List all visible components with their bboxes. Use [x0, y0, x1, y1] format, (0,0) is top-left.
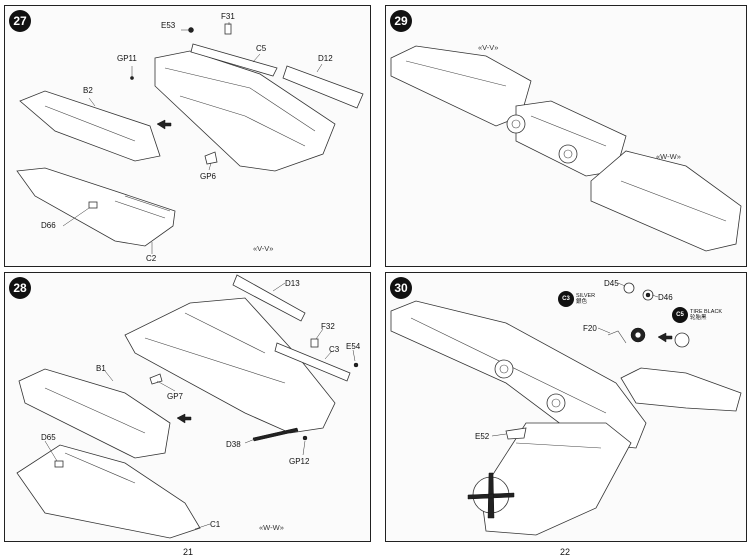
wing-part-b2	[19, 90, 161, 162]
wing-upper-right-part	[154, 50, 336, 172]
label-b2: B2	[83, 86, 93, 95]
part-f31-marker	[224, 23, 232, 35]
label-d66: D66	[41, 221, 56, 230]
label-gp6: GP6	[200, 172, 217, 181]
aileron-part-d13	[232, 274, 306, 322]
aileron-part-d12	[282, 65, 364, 109]
page-number-left: 21	[183, 547, 194, 557]
paint-name-cn: 銀色	[576, 299, 588, 305]
label-d12: D12	[318, 54, 333, 63]
section-ref-v-v: «V-V»	[253, 244, 274, 253]
flap-part-c5	[190, 43, 278, 77]
main-wheel-left-icon	[506, 114, 526, 134]
wing-right-assembled	[590, 150, 742, 252]
label-c1: C1	[210, 520, 221, 529]
part-d45-marker	[623, 282, 635, 294]
label-gp12: GP12	[289, 457, 310, 466]
label-gp7: GP7	[167, 392, 184, 401]
paint-callout-tire-black: C5 TIRE BLACK 轮胎黑	[672, 307, 722, 323]
part-d38-marker	[252, 427, 299, 442]
assembly-arrow	[176, 413, 192, 424]
step-30-drawing	[390, 282, 742, 536]
step-29-drawing	[390, 45, 742, 252]
paint-name-cn: 轮胎黑	[690, 315, 707, 321]
label-gp11: GP11	[117, 54, 137, 63]
section-ref-w-w: «W-W»	[656, 152, 681, 161]
part-f32-marker	[310, 338, 319, 348]
part-gp11-marker	[130, 76, 134, 80]
label-e52: E52	[475, 432, 490, 441]
paint-name: SILVER	[576, 293, 596, 299]
part-e53-marker	[188, 27, 194, 33]
main-wheel-right-icon	[546, 393, 566, 413]
tail-wheel-assembled-icon	[674, 332, 690, 348]
paint-callout-silver: C3 SILVER 銀色	[558, 291, 595, 307]
wing-part-c1	[16, 444, 201, 539]
label-f32: F32	[321, 322, 335, 331]
assembly-arrow	[156, 119, 172, 130]
fuselage	[480, 422, 632, 536]
section-ref-w-w: «W-W»	[259, 523, 284, 532]
step-27-number: 27	[9, 10, 31, 32]
tailplane	[620, 367, 742, 412]
part-e54-marker	[353, 362, 359, 368]
label-d45: D45	[604, 279, 619, 288]
step-29-panel: 29 «V-V» «W-W»	[385, 5, 747, 267]
label-d13: D13	[285, 279, 300, 288]
step-30-number: 30	[390, 277, 412, 299]
label-d46: D46	[658, 293, 673, 302]
label-b1: B1	[96, 364, 106, 373]
part-gp7-marker	[149, 373, 163, 385]
step-29-number: 29	[390, 10, 412, 32]
step-27-drawing	[16, 22, 364, 254]
step-30-panel: 30 D45 D46 F20 E52	[385, 272, 747, 542]
wing-part-b1	[18, 368, 171, 459]
paint-code-badge: C5	[672, 307, 688, 323]
paint-code-badge: C3	[558, 291, 574, 307]
label-d38: D38	[226, 440, 241, 449]
wing-left-assembled	[390, 45, 532, 127]
part-d66-marker	[88, 201, 98, 209]
step-28-drawing	[16, 274, 359, 539]
part-gp6-marker	[204, 151, 218, 165]
main-wing-assembly	[390, 300, 647, 449]
part-e52-marker	[505, 427, 527, 440]
part-d65-marker	[54, 460, 64, 468]
page-number-right: 22	[560, 547, 571, 557]
part-f20-marker	[607, 330, 627, 344]
label-d65: D65	[41, 433, 56, 442]
main-wheel-left-icon	[494, 359, 514, 379]
step-27-panel: 27 E53 F31 C5 GP11	[4, 5, 371, 267]
paint-name: TIRE BLACK	[690, 309, 723, 315]
label-f20: F20	[583, 324, 597, 333]
assembly-arrow	[657, 332, 673, 343]
label-e53: E53	[161, 21, 176, 30]
section-ref-v-v: «V-V»	[478, 43, 499, 52]
step-28-panel: 28 D13 F32 C3 E5	[4, 272, 371, 542]
propeller-icon	[467, 472, 515, 519]
label-e54: E54	[346, 342, 361, 351]
step-28-number: 28	[9, 277, 31, 299]
main-wheel-right-icon	[558, 144, 578, 164]
label-f31: F31	[221, 12, 235, 21]
label-c2: C2	[146, 254, 157, 263]
label-c5: C5	[256, 44, 267, 53]
flap-part-c3	[274, 342, 351, 382]
part-gp12-marker	[302, 435, 308, 441]
label-c3: C3	[329, 345, 340, 354]
